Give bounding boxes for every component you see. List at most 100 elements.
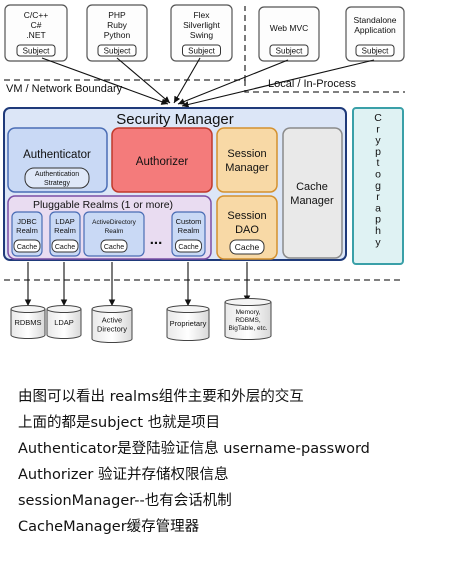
client-arrows	[41, 57, 375, 108]
datastore-label: RDBMS	[14, 318, 41, 327]
authentication-strategy-line-1: Authentication	[35, 171, 79, 178]
cylinder-top	[46, 305, 82, 313]
client-label: Web MVC	[270, 23, 309, 33]
cylinder-top	[166, 305, 210, 313]
session-dao-line-1: Session	[227, 210, 266, 222]
cryptography-letter: t	[377, 157, 380, 169]
local-in-process-label: Local / In-Process	[268, 78, 357, 90]
subject-badge	[182, 44, 221, 57]
cache-manager-box	[282, 127, 343, 259]
cryptography-letter: r	[376, 191, 380, 203]
subject-badge	[16, 44, 56, 57]
note-line: CacheManager缓存管理器	[18, 519, 200, 535]
realm-cache-label: Cache	[55, 244, 75, 251]
note-line: sessionManager--也有会话机制	[18, 493, 232, 509]
pluggable-realms-title: Pluggable Realms (1 or more)	[33, 199, 173, 211]
realms-ellipsis: ...	[150, 231, 163, 248]
cache-manager-line-1: Cache	[296, 181, 328, 193]
security-manager-title: Security Manager	[116, 111, 234, 128]
session-dao-line-2: DAO	[235, 224, 259, 236]
cryptography-letter: o	[375, 169, 381, 181]
datastore-label: Active	[102, 316, 122, 325]
cylinder-body	[166, 309, 210, 341]
realm-label: Realm	[178, 226, 200, 235]
realm-label: ActiveDirectory	[92, 219, 136, 226]
subject-badge	[97, 44, 137, 57]
authentication-strategy-line-2: Strategy	[44, 180, 71, 187]
realm-frame	[83, 211, 145, 257]
cryptography-letter: C	[374, 112, 382, 124]
note-line: Authorizer 验证并存储权限信息	[18, 467, 229, 483]
cryptography-letter: y	[375, 236, 381, 248]
datastore-cylinder: RDBMS	[10, 305, 46, 339]
subject-badge-label: Subject	[104, 47, 131, 56]
realm-cache-pill	[13, 239, 41, 253]
cylinder-body	[10, 309, 46, 339]
realm-cache-pill	[100, 239, 128, 253]
realm-cache-pill	[175, 239, 202, 253]
subject-badge-label: Subject	[362, 47, 389, 56]
session-manager-box	[216, 127, 278, 193]
realm-label: JDBC	[17, 217, 37, 226]
datastore-cylinder: Proprietary	[166, 305, 210, 341]
cryptography-letter: a	[375, 202, 381, 214]
note-line: 上面的都是subject 也就是项目	[18, 415, 221, 431]
cryptography-letter: p	[375, 214, 381, 226]
cryptography-letter: r	[376, 123, 380, 135]
client-label: Silverlight	[183, 20, 220, 30]
cryptography-letter: g	[375, 180, 381, 192]
client-label: .NET	[26, 30, 45, 40]
realm-label: Realm	[54, 226, 76, 235]
datastore-cylinder: Memory,RDBMS,BigTable, etc.	[224, 298, 272, 340]
cylinder-body	[91, 309, 133, 343]
authorizer-label: Authorizer	[136, 156, 189, 168]
realm-cache-label: Cache	[178, 244, 198, 251]
datastore-label: Directory	[97, 325, 127, 334]
cryptography-letter: p	[375, 146, 381, 158]
realm-label: Custom	[176, 217, 202, 226]
shiro-architecture-diagram: C/C++C#.NETSubjectPHPRubyPythonSubjectFl…	[3, 4, 405, 343]
authentication-strategy-pill	[24, 167, 90, 189]
cryptography-letter: y	[375, 135, 381, 147]
realm-cache-label: Cache	[104, 244, 124, 251]
notes: 由图可以看出 realms组件主要和外层的交互 上面的都是subject 也就是…	[18, 384, 448, 540]
note-line: 由图可以看出 realms组件主要和外层的交互	[18, 389, 304, 405]
datastore-label: Memory,	[236, 309, 261, 316]
realm-label: Realm	[105, 228, 124, 235]
subject-badge-label: Subject	[23, 47, 50, 56]
cryptography-letter: h	[375, 225, 381, 237]
client-label: Swing	[190, 30, 213, 40]
vm-network-boundary-label: VM / Network Boundary	[6, 83, 123, 95]
cylinder-top	[91, 305, 133, 313]
session-dao-cache-pill	[229, 239, 265, 255]
realm-cache-label: Cache	[17, 244, 37, 251]
authenticator-label: Authenticator	[23, 149, 91, 161]
note-line: Authenticator是登陆验证信息 username-password	[18, 441, 370, 457]
cache-manager-line-2: Manager	[290, 195, 334, 207]
realm-label: LDAP	[55, 217, 75, 226]
realm-label: Realm	[16, 226, 38, 235]
datastore-label: Proprietary	[170, 319, 207, 328]
authorizer-box	[111, 127, 213, 193]
client-label: Flex	[193, 10, 210, 20]
subject-badge	[355, 44, 395, 57]
realm-cache-pill	[51, 239, 79, 253]
session-manager-line-2: Manager	[225, 162, 269, 174]
client-box: Web MVC Subject	[258, 6, 320, 62]
client-label: C#	[31, 20, 42, 30]
boundary-lines	[4, 6, 405, 93]
subject-badge-label: Subject	[276, 47, 303, 56]
cylinder-body	[46, 309, 82, 339]
datastore-label: LDAP	[54, 318, 74, 327]
session-manager-line-1: Session	[227, 148, 266, 160]
cylinder-body	[224, 302, 272, 340]
datastore-label: RDBMS,	[235, 317, 260, 324]
client-label: Application	[354, 25, 396, 35]
subject-badge	[269, 44, 309, 57]
